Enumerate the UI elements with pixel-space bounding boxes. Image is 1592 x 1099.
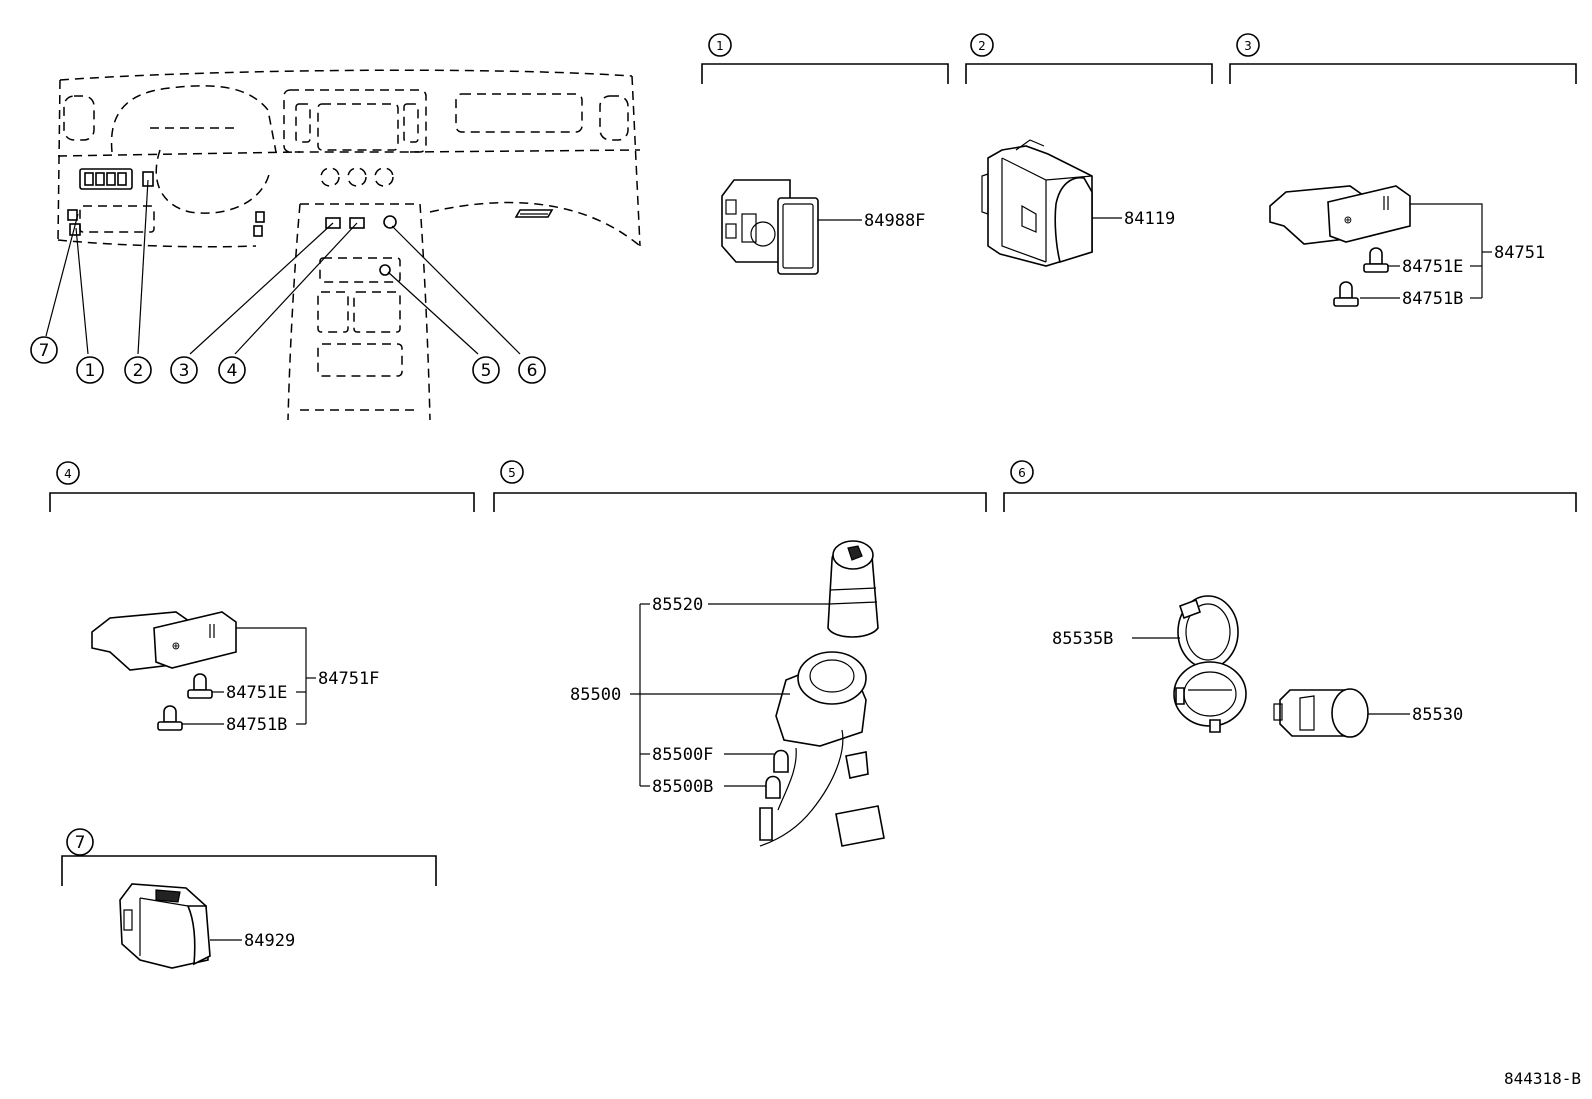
switch-84119-icon [981,139,1093,267]
part-85535B: 85535B [1052,629,1113,649]
part-84751B-sec4: 84751B [226,715,287,735]
seat-heater-switch-4-icon: ⊕ [91,611,237,671]
bulb-85500B-icon [765,775,781,799]
part-84751E-sec4: 84751E [226,683,287,703]
callout-5: 5 [481,361,492,381]
part-84751: 84751 [1494,243,1545,263]
callout-2: 2 [133,361,144,381]
section-4-number: 4 [64,467,72,481]
svg-text:⊕: ⊕ [1344,213,1352,228]
section-1: 1 84988F [701,33,949,275]
bulb-84751E-sec4-icon [187,673,213,699]
callout-4: 4 [227,361,238,381]
section-6-number: 6 [1018,466,1026,480]
section-2-number: 2 [978,39,986,53]
section-3-number: 3 [1244,39,1252,53]
section-3: 3 ⊕ 84751E 84751B 84751 [1229,33,1577,309]
dashboard-overview: 7 1 2 3 4 5 6 [30,69,641,421]
part-85500B: 85500B [652,777,713,797]
seat-heater-switch-3-icon: ⊕ [1269,185,1411,245]
callout-1: 1 [85,361,96,381]
bulb-84751B-icon [1333,281,1359,307]
switch-84929-icon [119,883,211,969]
part-85520: 85520 [652,595,703,615]
socket-85530-icon [1273,688,1369,738]
part-85530: 85530 [1412,705,1463,725]
bulb-85500F-icon [773,749,789,773]
callout-7: 7 [39,341,50,361]
switch-84988F-icon [721,179,819,275]
bulb-84751B-sec4-icon [157,705,183,731]
part-85500: 85500 [570,685,621,705]
lighter-plug-85520-icon [827,540,879,638]
section-4: 4 ⊕ 84751E 84751B 84751F [49,461,475,735]
part-84988F: 84988F [864,211,925,231]
section-5: 5 8 [493,460,987,847]
part-84751F: 84751F [318,669,379,689]
lighter-socket-85500-icon [759,651,885,847]
callout-3: 3 [179,361,190,381]
part-84119: 84119 [1124,209,1175,229]
callout-6: 6 [527,361,538,381]
bulb-84751E-icon [1363,247,1389,273]
section-6: 6 85535B 85530 [1003,460,1577,738]
section-1-number: 1 [716,39,724,53]
section-7: 7 84929 [61,828,437,969]
part-84929: 84929 [244,931,295,951]
part-84751E-sec3: 84751E [1402,257,1463,277]
socket-cover-85535B-icon [1173,595,1247,733]
section-2: 2 84119 [965,33,1213,267]
drawing-code: 844318-B [1504,1069,1581,1088]
part-85500F: 85500F [652,745,713,765]
part-84751B-sec3: 84751B [1402,289,1463,309]
section-5-number: 5 [508,466,516,480]
svg-text:⊕: ⊕ [172,639,180,654]
section-7-number: 7 [75,833,86,853]
